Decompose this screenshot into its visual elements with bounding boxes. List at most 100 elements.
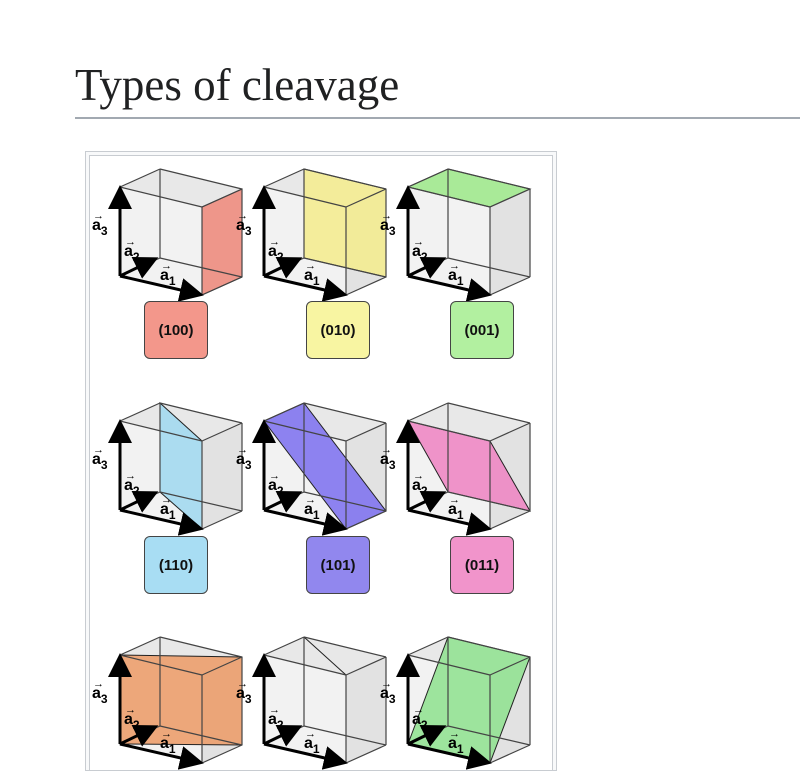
- axis-a1-label: a1: [160, 267, 176, 288]
- cube-edge: [345, 276, 387, 296]
- cube-edge: [345, 422, 387, 442]
- vector-arrow-glyph: →: [381, 210, 392, 222]
- axis-a1-label: a1: [304, 267, 320, 288]
- cleavage-image[interactable]: a3→a2→a1→a3→a2→a1→a3→a2→a1→a3→a2→a1→a3→a…: [89, 155, 553, 770]
- axis-a2-arrow: [407, 491, 447, 513]
- vector-arrow-glyph: →: [269, 704, 280, 716]
- cube-edge: [345, 656, 387, 676]
- axis-a1-arrow: [407, 274, 492, 302]
- cube-edge: [159, 402, 243, 424]
- axis-a2-label: a2: [268, 477, 284, 498]
- cube-edge: [159, 491, 243, 512]
- cube-edge: [345, 188, 387, 208]
- cube-edge: [345, 510, 387, 530]
- cube-edge: [303, 636, 387, 658]
- axis-a1-arrow: [407, 508, 492, 536]
- vector-arrow-glyph: →: [381, 444, 392, 456]
- vector-arrow-glyph: →: [161, 728, 172, 740]
- axis-a3-label: a3: [92, 685, 108, 706]
- axis-a1-label: a1: [448, 267, 464, 288]
- vector-arrow-glyph: →: [449, 494, 460, 506]
- cube-edge: [263, 636, 305, 656]
- cube-edge: [119, 168, 161, 188]
- cube-edge: [407, 420, 491, 442]
- cube-edge: [263, 654, 347, 676]
- axis-a3-label: a3: [236, 451, 252, 472]
- cube-edge: [303, 402, 387, 424]
- cleavage-diagram: a3→a2→a1→a3→a2→a1→a3→a2→a1→a3→a2→a1→a3→a…: [92, 168, 532, 770]
- vector-arrow-glyph: →: [449, 728, 460, 740]
- cube-edge: [119, 654, 203, 676]
- axis-a2-label: a2: [124, 711, 140, 732]
- miller-index-label: (001): [450, 301, 514, 359]
- cube-3: a3→a2→a1→: [380, 168, 532, 302]
- cube-edge: [201, 656, 243, 676]
- cube-edge: [263, 168, 305, 188]
- axis-a1-arrow: [119, 274, 204, 302]
- cube-edge: [407, 186, 491, 208]
- axis-a1-label: a1: [304, 501, 320, 522]
- axis-a2-label: a2: [268, 243, 284, 264]
- cube-side-face: [490, 189, 530, 295]
- cube-edge: [407, 168, 449, 188]
- cube-edge: [447, 402, 531, 424]
- cube-top-face: [120, 169, 242, 207]
- cube-top-face: [408, 403, 530, 441]
- page-title: Types of cleavage: [75, 60, 400, 110]
- miller-index-label: (010): [306, 301, 370, 359]
- cube-edge: [407, 636, 449, 656]
- cube-8: a3→a2→a1→: [236, 636, 387, 770]
- miller-index-label: (101): [306, 536, 370, 594]
- cube-1: a3→a2→a1→: [92, 168, 243, 302]
- cube-edge: [407, 654, 491, 676]
- axis-a2-label: a2: [412, 243, 428, 264]
- cube-5: a3→a2→a1→: [236, 402, 387, 536]
- cube-4: a3→a2→a1→: [92, 401, 243, 536]
- cube-edge: [159, 168, 243, 190]
- axis-a3-label: a3: [92, 217, 108, 238]
- vector-arrow-glyph: →: [413, 236, 424, 248]
- cube-9: a3→a2→a1→: [380, 636, 531, 770]
- vector-arrow-glyph: →: [381, 678, 392, 690]
- miller-index-label: (100): [144, 301, 208, 359]
- vector-arrow-glyph: →: [161, 494, 172, 506]
- cube-7: a3→a2→a1→: [92, 636, 243, 770]
- vector-arrow-glyph: →: [93, 210, 104, 222]
- miller-index-label: (011): [450, 536, 514, 594]
- cube-edge: [201, 276, 243, 296]
- cube-side-face: [202, 423, 242, 529]
- cube-2: a3→a2→a1→: [236, 168, 387, 302]
- vector-arrow-glyph: →: [305, 260, 316, 272]
- axis-a2-label: a2: [268, 711, 284, 732]
- cube-edge: [303, 491, 387, 512]
- cube-edge: [119, 420, 203, 442]
- cube-edge: [263, 186, 347, 208]
- cube-edge: [447, 257, 531, 278]
- cube-edge: [447, 168, 531, 190]
- vector-arrow-glyph: →: [237, 678, 248, 690]
- miller-index-label: (110): [144, 536, 208, 594]
- axis-a1-arrow: [263, 274, 348, 302]
- axis-a1-label: a1: [448, 501, 464, 522]
- cube-edge: [159, 257, 243, 278]
- cube-edge: [201, 510, 243, 530]
- vector-arrow-glyph: →: [413, 704, 424, 716]
- cube-edge: [159, 636, 243, 658]
- axis-a1-label: a1: [160, 501, 176, 522]
- cube-6: a3→a2→a1→: [380, 402, 532, 536]
- axis-a1-arrow: [119, 508, 204, 536]
- axis-a2-arrow: [263, 257, 303, 279]
- axis-a3-label: a3: [380, 217, 396, 238]
- vector-arrow-glyph: →: [125, 236, 136, 248]
- axis-a2-label: a2: [412, 477, 428, 498]
- vector-arrow-glyph: →: [237, 210, 248, 222]
- vector-arrow-glyph: →: [413, 470, 424, 482]
- axis-a3-label: a3: [380, 685, 396, 706]
- axis-a2-arrow: [119, 491, 159, 513]
- cube-edge: [303, 257, 387, 278]
- vector-arrow-glyph: →: [125, 704, 136, 716]
- vector-arrow-glyph: →: [161, 260, 172, 272]
- axis-a2-label: a2: [124, 477, 140, 498]
- vector-arrow-glyph: →: [93, 678, 104, 690]
- vector-arrow-glyph: →: [125, 470, 136, 482]
